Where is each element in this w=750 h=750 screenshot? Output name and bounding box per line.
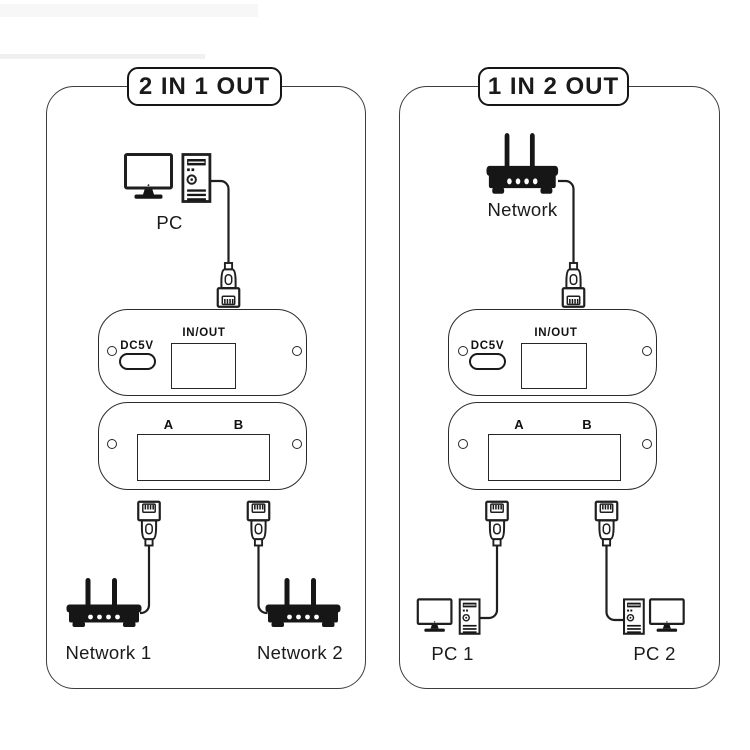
cable-b-to-network2 [257, 546, 268, 615]
title-left: 2 IN 1 OUT [138, 72, 271, 100]
pc2-label: PC 2 [633, 643, 676, 664]
screw-hole [457, 439, 468, 449]
title-badge-right: 1 IN 2 OUT [478, 67, 629, 106]
screw-hole [642, 439, 652, 449]
screw-hole [457, 346, 468, 356]
io-port-label: IN/OUT [182, 327, 226, 339]
title-badge-left: 2 IN 1 OUT [127, 67, 282, 106]
pc-label: PC [156, 212, 183, 233]
io-port [171, 343, 236, 389]
io-port-label: IN/OUT [534, 327, 578, 339]
dc-power-port [118, 353, 156, 370]
ab-port [137, 434, 270, 481]
port-b-label: B [582, 416, 592, 432]
screw-hole [291, 439, 302, 449]
screw-hole [107, 439, 117, 449]
network1-label: Network 1 [65, 642, 152, 663]
pc1-label: PC 1 [431, 643, 474, 664]
network2-label: Network 2 [257, 642, 343, 663]
io-port [521, 343, 587, 389]
port-a-label: A [163, 416, 174, 432]
port-a-label: A [514, 416, 524, 432]
screw-hole [107, 346, 117, 356]
cable-a-to-network1 [140, 546, 151, 615]
cable-a-to-pc1 [480, 546, 499, 620]
screw-hole [291, 346, 302, 356]
network-label: Network [487, 199, 558, 220]
ab-port [488, 434, 621, 481]
cable-pc-to-switch [210, 179, 230, 263]
dc-power-label: DC5V [470, 340, 505, 352]
cable-network-to-switch [558, 179, 575, 263]
cable-b-to-pc2 [605, 546, 624, 622]
dc-power-label: DC5V [120, 340, 154, 352]
port-b-label: B [233, 416, 244, 432]
screw-hole [642, 346, 652, 356]
dc-power-port [469, 353, 506, 370]
title-right: 1 IN 2 OUT [487, 72, 620, 100]
